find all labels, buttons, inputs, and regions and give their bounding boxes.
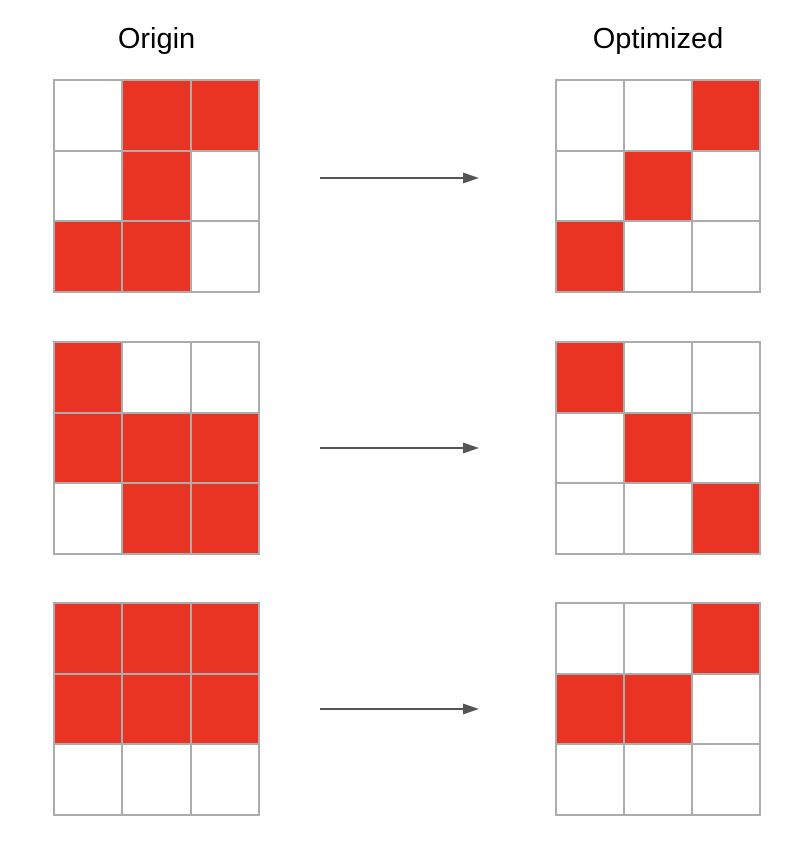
filled-cell: [123, 674, 190, 744]
empty-cell: [557, 81, 623, 150]
empty-cell: [693, 674, 759, 744]
empty-cell: [625, 604, 691, 673]
filled-cell: [191, 484, 258, 553]
origin-grid-2: [53, 341, 260, 555]
filled-cell: [693, 604, 759, 673]
empty-cell: [55, 745, 122, 814]
empty-cell: [625, 81, 691, 150]
origin-column-title: Origin: [117, 23, 196, 55]
filled-cell: [55, 604, 122, 673]
filled-cell: [625, 151, 691, 221]
filled-cell: [55, 343, 122, 412]
right-arrow-icon: [320, 703, 479, 715]
filled-cell: [123, 222, 190, 291]
empty-cell: [693, 151, 759, 221]
empty-cell: [625, 222, 691, 291]
empty-cell: [557, 151, 623, 221]
right-arrow-icon: [320, 442, 479, 454]
empty-cell: [557, 484, 623, 553]
empty-cell: [557, 604, 623, 673]
empty-cell: [191, 222, 258, 291]
empty-cell: [557, 745, 623, 814]
empty-cell: [123, 343, 190, 412]
origin-grid-3: [53, 602, 260, 816]
empty-cell: [625, 484, 691, 553]
filled-cell: [557, 222, 623, 291]
empty-cell: [625, 745, 691, 814]
empty-cell: [625, 343, 691, 412]
empty-cell: [191, 745, 258, 814]
filled-cell: [191, 674, 258, 744]
optimized-grid-2: [555, 341, 761, 555]
filled-cell: [625, 413, 691, 483]
filled-cell: [693, 484, 759, 553]
optimized-grid-1: [555, 79, 761, 293]
optimized-grid-3: [555, 602, 761, 816]
empty-cell: [55, 81, 122, 150]
filled-cell: [693, 81, 759, 150]
empty-cell: [693, 413, 759, 483]
empty-cell: [55, 484, 122, 553]
empty-cell: [557, 413, 623, 483]
filled-cell: [123, 484, 190, 553]
transform-arrow-2: [320, 438, 480, 458]
empty-cell: [693, 222, 759, 291]
filled-cell: [191, 81, 258, 150]
transform-arrow-1: [320, 168, 480, 188]
empty-cell: [191, 151, 258, 221]
filled-cell: [55, 413, 122, 483]
filled-cell: [123, 604, 190, 673]
optimized-column-title: Optimized: [592, 23, 724, 55]
filled-cell: [55, 674, 122, 744]
right-arrow-icon: [320, 172, 479, 184]
empty-cell: [55, 151, 122, 221]
empty-cell: [693, 745, 759, 814]
filled-cell: [557, 674, 623, 744]
filled-cell: [557, 343, 623, 412]
empty-cell: [191, 343, 258, 412]
empty-cell: [693, 343, 759, 412]
transform-arrow-3: [320, 699, 480, 719]
filled-cell: [123, 151, 190, 221]
filled-cell: [625, 674, 691, 744]
filled-cell: [123, 81, 190, 150]
origin-grid-1: [53, 79, 260, 293]
filled-cell: [191, 413, 258, 483]
empty-cell: [123, 745, 190, 814]
filled-cell: [123, 413, 190, 483]
filled-cell: [191, 604, 258, 673]
filled-cell: [55, 222, 122, 291]
